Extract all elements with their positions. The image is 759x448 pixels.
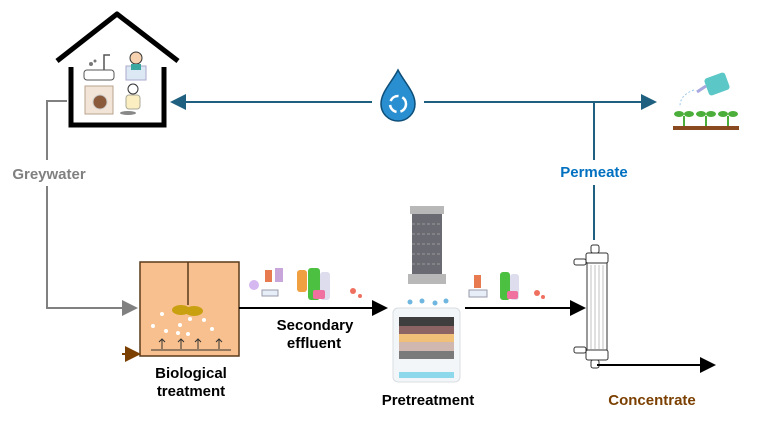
activated-carbon-column-icon bbox=[408, 206, 446, 284]
greywater-label: Greywater bbox=[12, 166, 86, 183]
pretreatment-label: Pretreatment bbox=[382, 392, 475, 409]
water-recycle-drop-icon bbox=[380, 68, 416, 122]
watering-plants-icon bbox=[673, 72, 739, 130]
greywater-line bbox=[46, 100, 67, 160]
biological-treatment-label: treatment bbox=[157, 383, 225, 400]
secondary-effluent-label: effluent bbox=[287, 335, 341, 352]
biological-reactor-icon bbox=[139, 261, 240, 357]
biological-treatment-label: Biological bbox=[155, 365, 227, 382]
membrane-module-icon bbox=[573, 244, 609, 369]
washing-machine-icon bbox=[84, 85, 114, 115]
house-icon bbox=[55, 11, 180, 128]
greywater-arrow bbox=[46, 186, 138, 316]
face-washing-icon bbox=[125, 51, 147, 81]
bathtub-icon bbox=[83, 54, 115, 81]
multilayer-filter-icon bbox=[392, 298, 461, 383]
secondary-effluent-label: Secondary bbox=[277, 317, 354, 334]
contaminants-icon bbox=[249, 268, 362, 300]
permeate-label: Permeate bbox=[560, 164, 628, 181]
contaminants-icon bbox=[468, 272, 545, 300]
dish-washing-icon bbox=[120, 83, 141, 115]
concentrate-label: Concentrate bbox=[608, 392, 696, 409]
